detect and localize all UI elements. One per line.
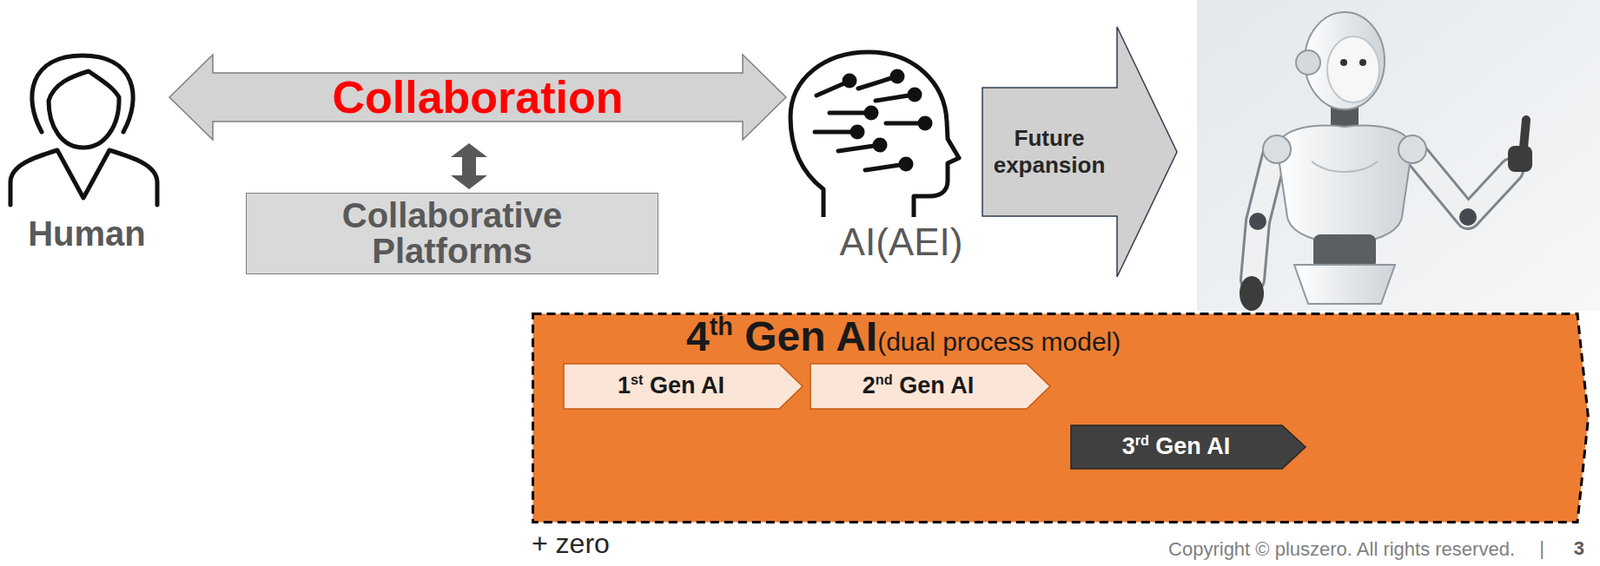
circuit-dot [866, 107, 877, 119]
collaboration-arrow [169, 54, 787, 140]
text-holder: 1st Gen AI [562, 363, 780, 410]
circuit-line [814, 130, 852, 135]
ordinal-suffix: st [630, 371, 643, 388]
text-rest: Gen AI [733, 313, 878, 360]
node-text: Future expansion [988, 125, 1111, 179]
copyright-note: Copyright © pluszero. All rights reserve… [1168, 538, 1515, 561]
robot-thumb [1523, 119, 1527, 148]
robot-ear [1295, 50, 1321, 75]
robot-face [1327, 36, 1380, 103]
ordinal-suffix: rd [1135, 432, 1150, 449]
human-icon [10, 55, 158, 205]
separator: | [1539, 537, 1545, 560]
circuit-dot [874, 139, 886, 151]
ordinal-number: 3 [1122, 433, 1136, 460]
ai-head-outline [790, 52, 959, 218]
robot-joint [1249, 212, 1267, 231]
text-holder: Human [4, 213, 170, 254]
circuit-line [858, 78, 892, 89]
generation-chevron-shape [810, 363, 1051, 410]
generation-chevron-shape [563, 363, 803, 410]
robot-torso [1276, 125, 1413, 244]
text-rest: Gen AI [642, 372, 725, 399]
human-shoulders [10, 150, 158, 205]
subtitle-text: (dual process model) [877, 327, 1121, 357]
circuit-dot [919, 118, 931, 129]
circuit-line [829, 111, 866, 116]
circuit-dot [909, 89, 920, 100]
generation-chevron: 3rd Gen AI [1070, 424, 1307, 470]
circuit-dot [852, 126, 863, 138]
robot-background [1196, 0, 1600, 311]
text-holder: Future expansion [981, 87, 1118, 217]
ai-node: AI(AEI) [786, 47, 982, 265]
robot-joint [1459, 208, 1477, 226]
ordinal-suffix: th [709, 312, 734, 341]
node-text: 2nd Gen AI [862, 373, 974, 400]
generation-band: 4th Gen AI(dual process model)1st Gen AI… [531, 312, 1590, 524]
text-holder: AI(AEI) [820, 220, 982, 265]
circuit-dot [892, 71, 903, 82]
circuit-dot [844, 75, 855, 86]
robot-pelvis [1294, 264, 1396, 305]
text-holder: 3rd Gen AI [1070, 424, 1283, 470]
robot-chest-line [1311, 161, 1378, 172]
robot-shoulder [1262, 135, 1291, 164]
node-text: 4th Gen AI [686, 314, 878, 361]
human-face [48, 71, 120, 148]
robot-shoulder [1398, 135, 1427, 164]
generation-chevron: 1st Gen AI [562, 363, 804, 410]
expansion-arrow: Future expansion [981, 26, 1178, 278]
generation-band-shape [533, 314, 1589, 523]
ai-circuit [814, 71, 931, 171]
circuit-line [885, 121, 920, 126]
ordinal-number: 2 [862, 372, 876, 399]
platform-box: Collaborative Platforms [245, 192, 659, 275]
robot-hand [1239, 276, 1264, 311]
text-rest: Gen AI [1149, 433, 1231, 460]
human-node: Human [4, 50, 170, 254]
circuit-line [865, 165, 900, 171]
node-text: 3rd Gen AI [1122, 434, 1231, 461]
circuit-line [838, 145, 874, 152]
text-rest: Gen AI [892, 372, 975, 399]
robot-eye [1359, 59, 1367, 67]
robot-arm [1414, 152, 1512, 218]
ordinal-number: 1 [617, 372, 631, 399]
node-text: 1st Gen AI [617, 373, 725, 400]
link-arrow [450, 143, 488, 190]
ai-head-icon [790, 52, 959, 218]
robot-picture [1196, 0, 1600, 311]
brand-mark: + zero [531, 528, 610, 561]
ordinal-number: 4 [686, 313, 710, 360]
page-number: 3 [1573, 537, 1585, 560]
generation-chevron-shape [1071, 425, 1306, 470]
node-text: AI(AEI) [839, 220, 964, 265]
circuit-line [816, 83, 845, 96]
node-text: Human [27, 213, 146, 254]
node-text: Collaborative Platforms [309, 198, 596, 270]
ordinal-suffix: nd [875, 371, 893, 388]
expansion-arrow-shape [982, 26, 1177, 278]
robot-eye [1340, 59, 1348, 67]
robot-arm [1414, 152, 1512, 218]
circuit-line [875, 95, 909, 101]
text-holder: 4th Gen AI(dual process model) [686, 314, 1121, 361]
edge-label: Collaboration [326, 74, 629, 120]
circuit-dot [900, 158, 912, 170]
generation-chevron: 2nd Gen AI [809, 363, 1052, 410]
text-holder: 2nd Gen AI [809, 363, 1027, 410]
text-holder: Collaborative Platforms [246, 193, 658, 274]
